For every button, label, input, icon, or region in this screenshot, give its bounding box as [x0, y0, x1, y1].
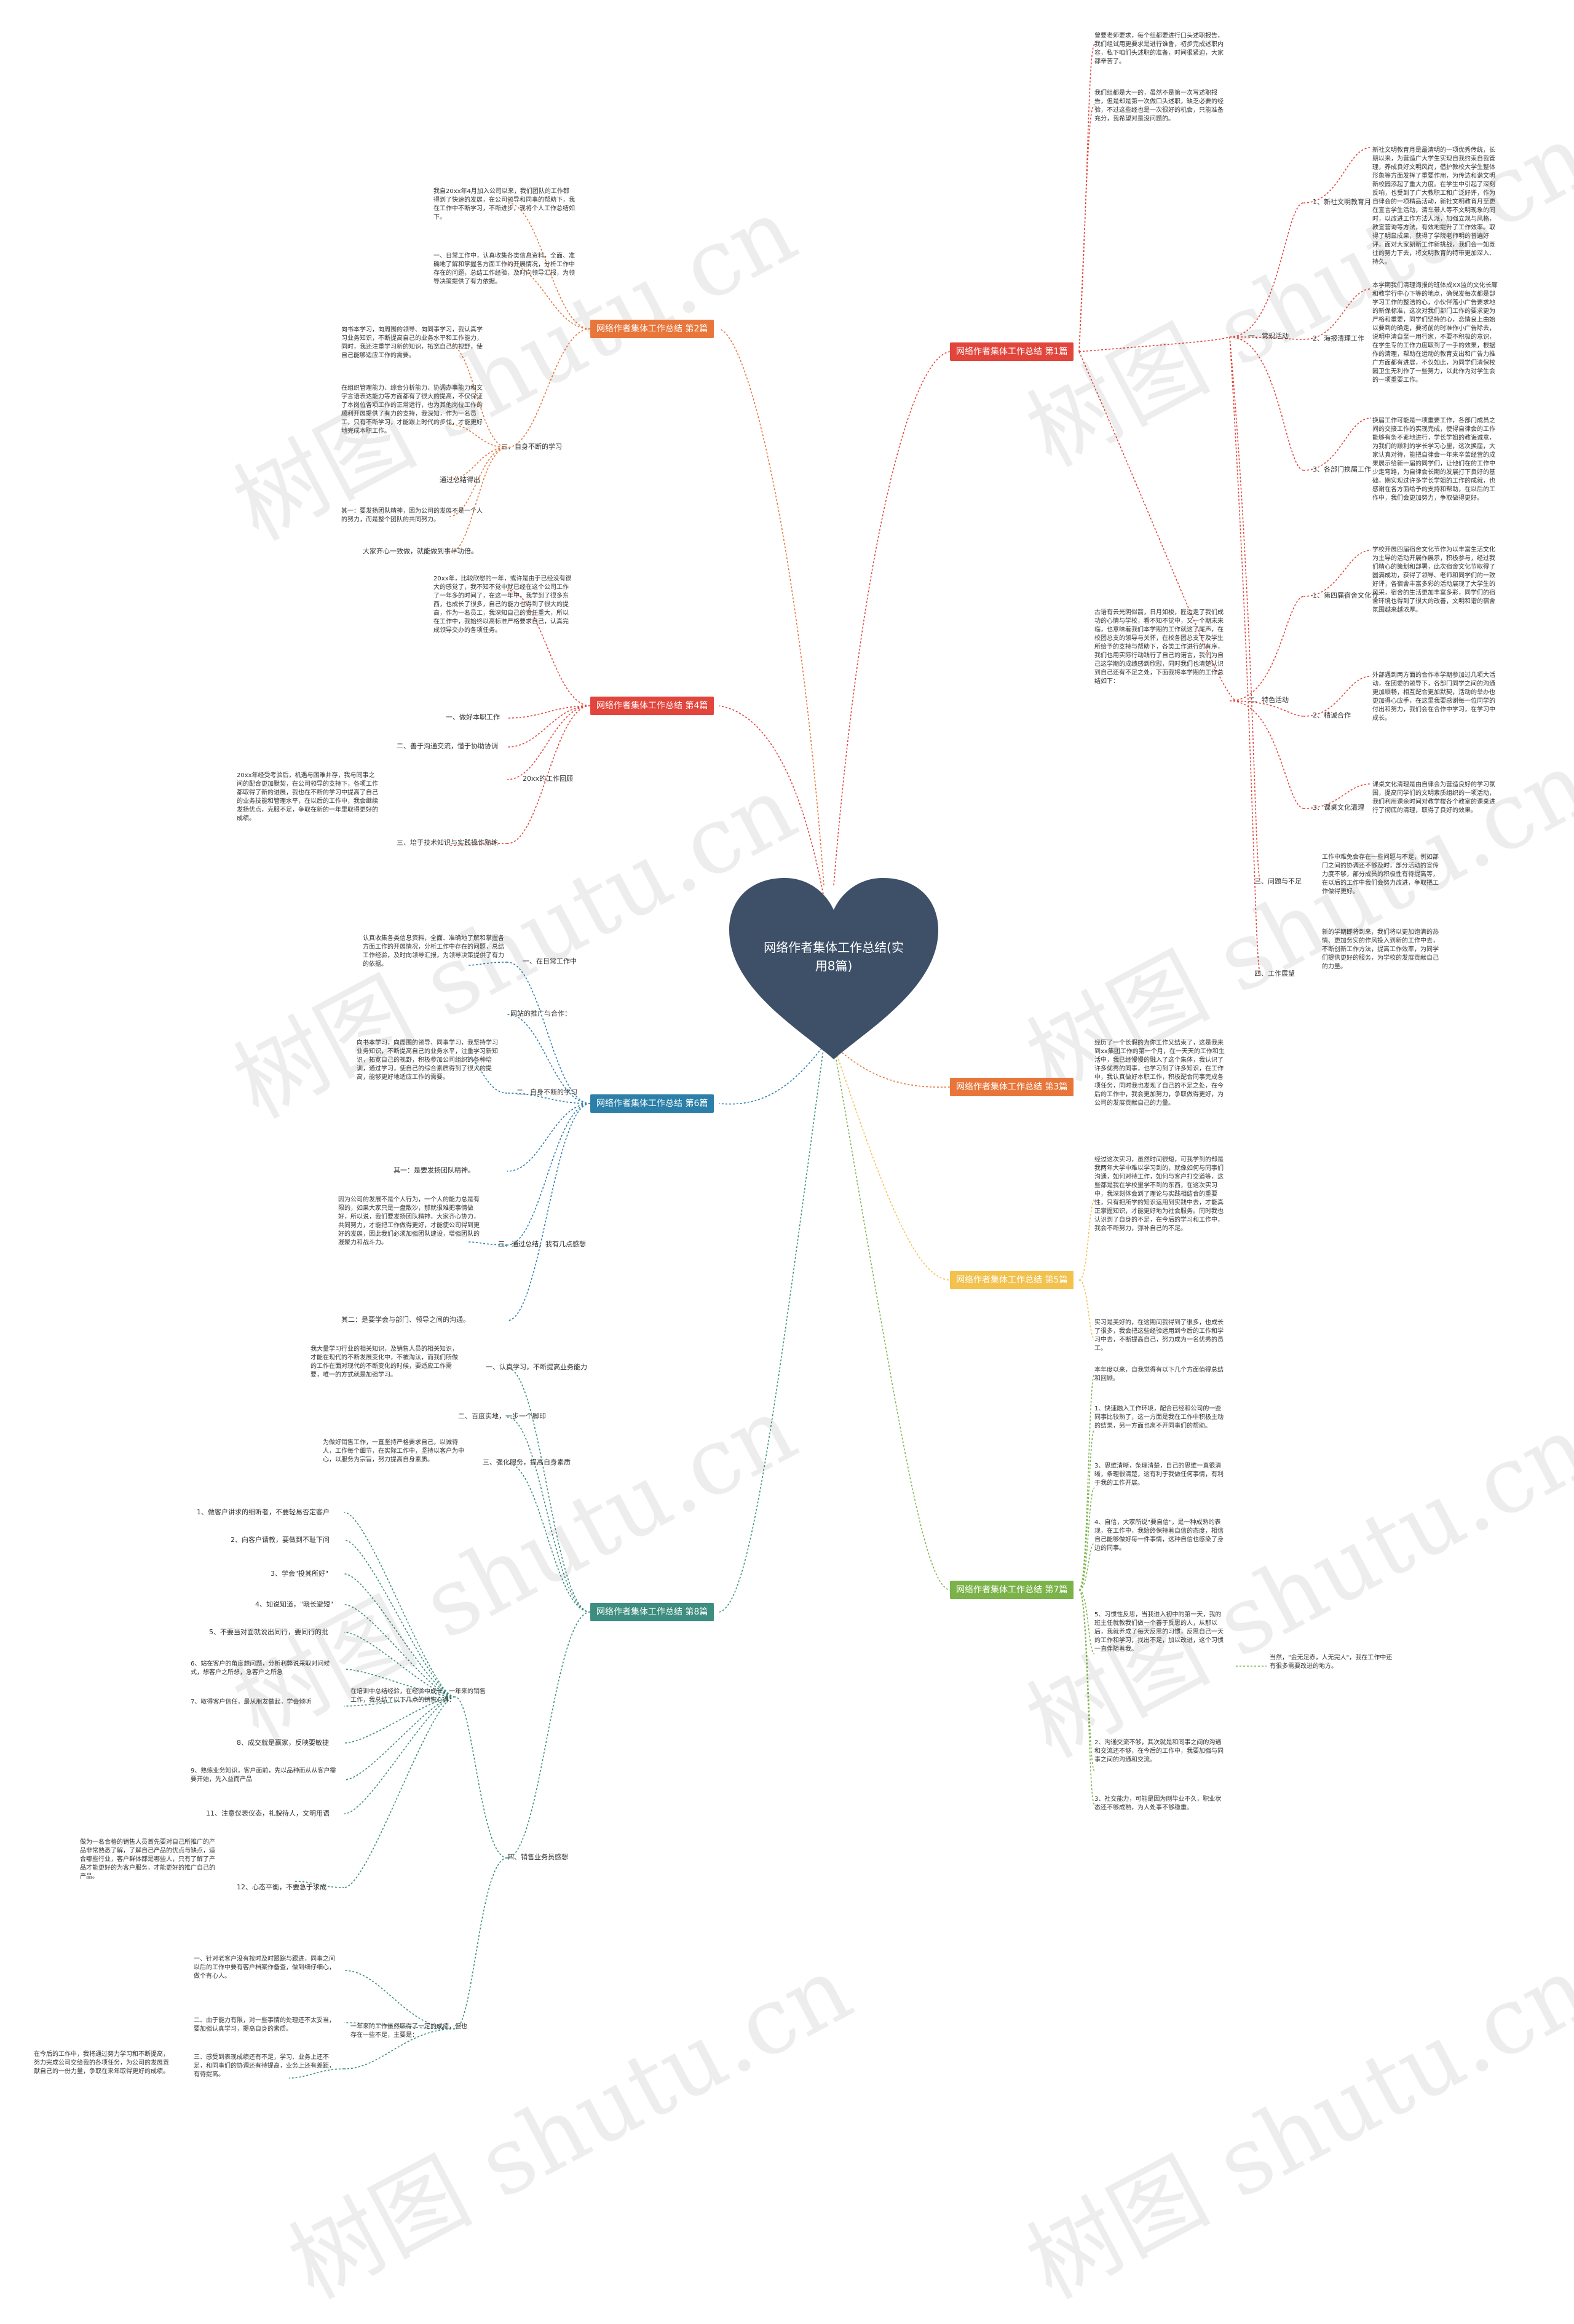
b1-item-2-text: 本学期我们清理海报的班体成XX监的文化长廊和教学行中心下等的地点，确保发每次都是…	[1372, 282, 1498, 384]
b1-section-1: 一、常规活动	[1248, 332, 1289, 340]
b1-section-2: 二、特色活动	[1248, 696, 1289, 704]
b8-section-1: 一、认真学习，不断提高业务能力	[486, 1363, 587, 1371]
b1-section-4: 四、工作展望	[1254, 970, 1295, 978]
link-b7	[833, 1045, 951, 1591]
b4-intro: 20xx年，比较欣慰的一年，或许是由于已经没有很大的感觉了，我不知不觉中就已经在…	[433, 575, 572, 634]
b8-section-4: 四、销售业务员感想	[507, 1853, 568, 1861]
b4-section-3: 20xx的工作回顾	[523, 775, 574, 783]
b8-section-2: 二、百度实地，一步一个脚印	[458, 1412, 546, 1420]
b6-section-1: 一、在日常工作中	[523, 957, 577, 965]
b5-text-1: 经过这次实习，虽然时间很短，可我学到的却是我两年大学中难以学习到的，就像如何与同…	[1094, 1156, 1224, 1232]
b7-point-2: 3、思维清晰，条理清楚，自己的思维一直很清晰，条理很清楚，这有利于我做任何事情，…	[1094, 1463, 1224, 1487]
b8-list-item: 9、熟练业务知识，客户面前，先以品种而从从客户需要开始，先入益而产品	[191, 1768, 336, 1783]
link-b2	[719, 328, 825, 886]
b7-point-4-side: 当然，"金无足赤，人无完人"，我在工作中还有很多需要改进的地方。	[1270, 1654, 1393, 1670]
b8-end-head: 一年来的工作虽然取得了一定的成绩，但也存在一些不足，主要是：	[350, 2023, 467, 2039]
b2-section-2-a: 向书本学习，向周围的领导、向同事学习，我认真学习业务知识，不断提高自己的业务水平…	[341, 326, 483, 359]
connector-lines	[288, 44, 1372, 2079]
b4-section-4-text: 20xx年经受考验后，机遇与困难并存，我与同事之间的配合更加默契，在公司领导的支…	[237, 772, 378, 822]
b7-point-5: 2、沟通交流不够，其次就是和同事之间的沟通和交流还不够，在今后的工作中，我要加强…	[1094, 1739, 1224, 1763]
root-title: 网络作者集体工作总结(实用8篇)	[764, 940, 904, 973]
b1-item-4: 1、第四届宿舍文化节	[1313, 591, 1378, 599]
b6-section-3-text: 向书本学习，向周围的领导、同事学习，我坚持学习业务知识，不断提高自己的业务水平，…	[357, 1040, 498, 1081]
b8-end-2: 二、由于能力有限，对一些事情的处理还不太妥当，要加强认真学习，提高自身的素质。	[194, 2017, 335, 2033]
b1-item-1-text: 新社文明教育月是最清明的一项优秀传统，长期以来，为营造广大学生实现自我约束自我管…	[1372, 147, 1495, 266]
branch-node-1[interactable]: 网络作者集体工作总结 第1篇	[950, 342, 1074, 361]
b8-list-item: 2、向客户请教，要做到不耻下问	[231, 1536, 330, 1544]
b7-point-6: 3、社交能力，可能是因为刚毕业不久，职业状态还不够成熟，为人处事不够稳重。	[1094, 1796, 1222, 1811]
b5-text-2: 实习是美好的，在这期间我得到了很多，也成长了很多，我会把这些经验运用到今后的工作…	[1094, 1319, 1224, 1352]
root-heart-shape	[729, 878, 938, 1059]
b8-list-item: 12、心态平衡，不要急于求成	[237, 1883, 326, 1891]
b8-final: 在今后的工作中，我将通过努力学习和不断提高，努力完成公司交给我的各项任务，为公司…	[34, 2051, 169, 2075]
b8-list-item: 1、做客户讲求的细听者，不要轻易否定客户	[197, 1508, 330, 1516]
b1-item-5: 2、精诚合作	[1313, 711, 1351, 719]
b1-intro-1: 曾要老师要求，每个组都要进行口头述职报告，我们组试用更要求是进行谁鲁，初步完成述…	[1094, 33, 1224, 65]
b2-section-4: 大家齐心一致做，就能做到事半功倍。	[363, 547, 478, 555]
branch-node-5[interactable]: 网络作者集体工作总结 第5篇	[950, 1271, 1074, 1289]
b8-list-item: 8、成交就是赢家，反映要敏捷	[237, 1739, 329, 1747]
b1-item-5-text: 外部遇到两方面的合作本学期参加过几项大活动，在团委的领导下，各部门同学之间的沟通…	[1372, 672, 1495, 722]
b2-section-1: 一、日常工作中，认真收集各类信息资料，全面、准确地了解和掌握各方面工作的开展情况…	[433, 253, 575, 285]
b2-section-2-b: 在组织管理能力、综合分析能力、协调办事能力和文字言语表达能力等方面都有了很大的提…	[341, 385, 483, 435]
b7-point-1: 1、快速融入工作环境，配合已经和公司的一些同事比较熟了，这一方面是我在工作中积极…	[1094, 1405, 1224, 1429]
b6-section-6: 其二：是要学会与部门、领导之间的沟通。	[341, 1316, 470, 1324]
b1-intro-2: 我们组都是大一的，虽然不是第一次写述职报告，但是却是第一次做口头述职，缺乏必要的…	[1094, 90, 1224, 122]
b6-section-1-text: 认真收集各类信息资料，全面、准确地了解和掌握各方面工作的开展情况，分析工作中存在…	[363, 935, 504, 968]
branch-node-6[interactable]: 网络作者集体工作总结 第6篇	[590, 1094, 714, 1113]
b1-item-6: 3、课桌文化清理	[1313, 804, 1364, 812]
branch-node-3[interactable]: 网络作者集体工作总结 第3篇	[950, 1078, 1074, 1096]
b6-section-4: 其一：是要发扬团队精神。	[394, 1166, 475, 1174]
b6-section-2: 网站的推广与合作：	[510, 1010, 571, 1018]
link-b5	[833, 1045, 951, 1281]
b8-list-item: 11、注意仪表仪态，礼貌待人，文明用语	[206, 1809, 330, 1817]
b8-list-item: 7、取得客户信任，最从朋友做起，学会倾听	[191, 1699, 312, 1705]
link-b4	[719, 705, 825, 898]
b1-section-4-text: 新的学期即将到来，我们将以更加饱满的热情、更加务实的作风投入到新的工作中去，不断…	[1322, 929, 1439, 970]
b2-section-2: 三、自身不断的学习	[501, 443, 562, 451]
link-b3	[833, 1045, 951, 1088]
b1-section-3-text: 工作中难免会存在一些问题与不足，例如部门之间的协调还不够及时，部分活动的宣传力度…	[1322, 854, 1439, 895]
b8-section-1-text: 我大量学习行业的相关知识，及销售人员的相关知识，才能在现代的不断发展变化中，不被…	[310, 1346, 458, 1378]
b7-intro: 本年度以来，自我觉得有以下几个方面值得总结和回顾。	[1094, 1367, 1224, 1382]
link-b8	[719, 1045, 825, 1613]
branch-node-7[interactable]: 网络作者集体工作总结 第7篇	[950, 1581, 1074, 1599]
b1-item-3: 3、各部门换届工作	[1313, 465, 1371, 473]
b7-point-3: 4、自信，大家所说"要自信"，是一种成熟的表现，在工作中，我始终保持着自信的态度…	[1094, 1519, 1224, 1552]
b6-section-5: 三、通过总结，我有几点感想	[498, 1240, 586, 1248]
b8-list-item: 4、如说知道，"晓长避短"	[255, 1600, 334, 1608]
b1-item-6-text: 课桌文化清理是由自律会为营造良好的学习氛围，提高同学们的文明素质组织的一项活动，…	[1372, 781, 1495, 814]
b2-intro: 我自20xx年4月加入公司以来，我们团队的工作都得到了快速的发展，在公司领导和同…	[433, 188, 575, 221]
b4-section-4: 三、培于技术知识与实践操作熟练	[397, 839, 498, 847]
b8-end-3: 三、感受到表现成绩还有不足，学习、业务上还不足，和同事们的协调还有待提高，业务上…	[194, 2054, 335, 2078]
b2-section-2-c: 通过总结得出	[440, 476, 480, 484]
b7-point-4: 5、习惯性反思，当我进入初中的第一天，我的班主任就教我们做一个善于反思的人，从那…	[1094, 1611, 1224, 1653]
b8-list-item-12-text: 做为一名合格的销售人员首先要对自己所推广的产品非常熟悉了解，了解自己产品的优点与…	[80, 1839, 215, 1880]
b1-item-4-text: 学校开展四届宿舍文化节作为以丰富生活文化为主导的活动开展作展示，积极参与，经过我…	[1372, 547, 1495, 614]
b4-section-2: 二、善于沟通交流，懂于协助协调	[397, 742, 498, 750]
b1-section-3: 三、问题与不足	[1254, 877, 1302, 885]
b8-list-item: 5、不要当对面就说出同行，要同行的批	[209, 1628, 328, 1636]
b8-end-1: 一、针对老客户没有按时及时跟踪与跟进，同事之间以后的工作中要有客户档案作备查，做…	[194, 1956, 335, 1980]
b6-section-5-text: 因为公司的发展不是个人行为，一个人的能力总是有限的，如果大家只是一盘散沙，那就很…	[338, 1196, 480, 1246]
b8-section-3-text: 为做好销售工作，一直坚持严格要求自己，以诚待人，工作每个细节，在实际工作中，坚持…	[323, 1439, 464, 1463]
b6-section-3: 二、自身不断的学习	[516, 1088, 577, 1096]
b8-list-item: 6、站在客户的角度想问题，分析利弊说采取对问候式，想客户之所想，急客户之所急	[191, 1661, 330, 1676]
b4-section-1: 一、做好本职工作	[446, 713, 500, 721]
b8-list-item: 3、学会"投其所好"	[271, 1570, 329, 1578]
b8-list-head: 在培训中总结经验，在经验中成长，一年来的销售工作，我总结了以下几点的销售心得：	[350, 1688, 486, 1704]
link-b1	[833, 351, 951, 886]
branch-node-8[interactable]: 网络作者集体工作总结 第8篇	[590, 1603, 714, 1621]
b1-item-2: 2、海报清理工作	[1313, 334, 1364, 342]
b1-item-3-text: 换届工作可能是一项重要工作，各部门成员之间的交接工作的实现完成，使得自律会的工作…	[1372, 417, 1495, 502]
branch-node-2[interactable]: 网络作者集体工作总结 第2篇	[590, 320, 714, 338]
b1-section-2-intro: 古语有云光阴似箭，日月如梭，匠边走了我们成功的心情与学校，看不知不觉中，又一个期…	[1094, 609, 1224, 685]
b2-section-3: 其一：要发扬团队精神，因为公司的发展不是一个人的努力，而是整个团队的共同努力。	[341, 508, 483, 523]
b8-section-3: 三、强化服务，提高自身素质	[483, 1458, 571, 1466]
b3-text: 经历了一个长假的为你工作又结束了，这是我来到xx集团工作的第一个月，在一天天的工…	[1094, 1040, 1225, 1107]
branch-node-4[interactable]: 网络作者集体工作总结 第4篇	[590, 697, 714, 715]
b1-item-1: 1、新社文明教育月	[1313, 198, 1371, 206]
